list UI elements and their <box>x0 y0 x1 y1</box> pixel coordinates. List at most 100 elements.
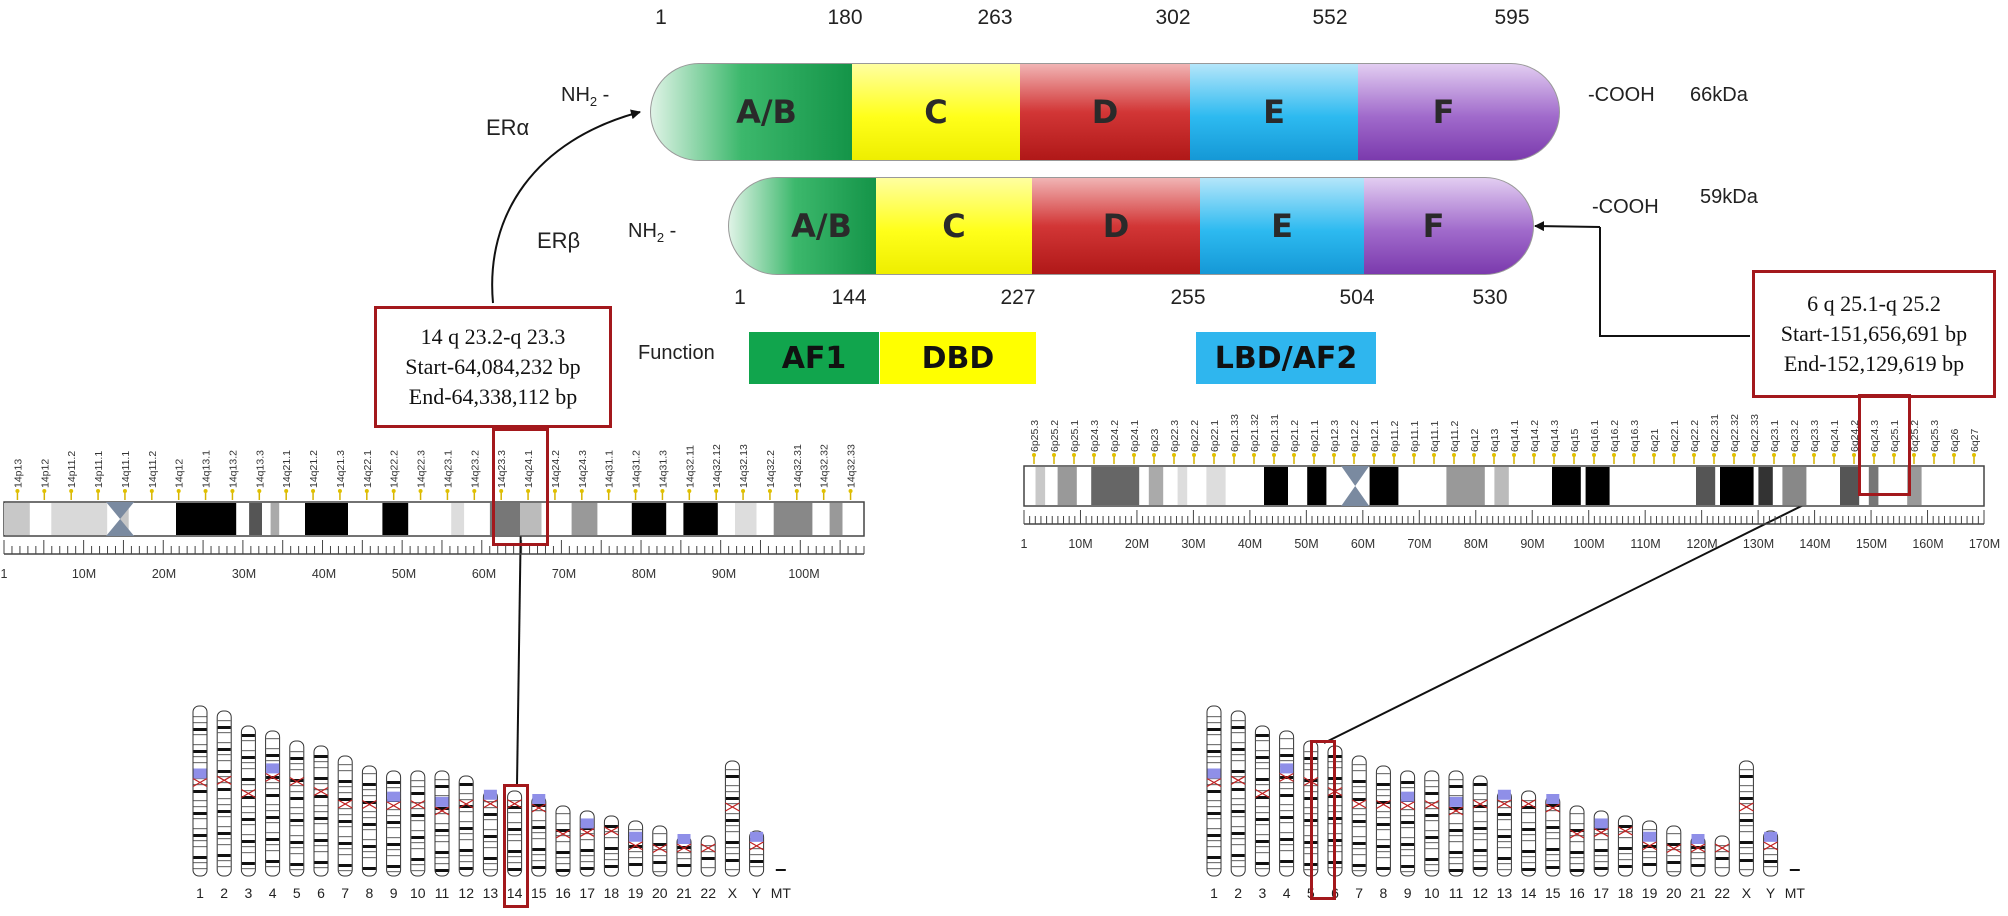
er-alpha-domain-e: E <box>1190 63 1358 161</box>
karyotype-right-chromosome <box>1545 794 1561 877</box>
karyotype-left-chromosome-band <box>217 798 231 800</box>
karyotype-right-chromosome-band <box>1401 849 1415 851</box>
karyotype-left-chromosome-band <box>387 837 401 839</box>
karyotype-left-chromosome-band <box>241 740 255 742</box>
karyotype-left-chromosome-centromere <box>483 799 498 809</box>
karyotype-right-chromosome-band <box>1739 841 1753 844</box>
chr6-band-label: 6q25.1 <box>1889 420 1901 452</box>
karyotype-right-chromosome <box>1738 760 1754 877</box>
karyotype-right-chromosome-band <box>1425 858 1439 861</box>
karyotype-left-chromosome-band <box>556 857 570 859</box>
karyotype-left-chromosome-band <box>508 862 522 864</box>
chr6-band-dot <box>1412 453 1416 457</box>
karyotype-left-chromosome-band <box>629 857 643 859</box>
karyotype-right-chromosome-band <box>1546 838 1560 840</box>
karyotype-right-chromosome-body <box>1230 710 1246 877</box>
chr6-band-dot <box>1272 453 1276 457</box>
chr14-band-dot <box>714 489 719 493</box>
function-lbd-af2: LBD/AF2 <box>1196 332 1376 384</box>
karyotype-left-chromosome-centromere <box>700 843 716 853</box>
chr14-ruler-label: 40M <box>312 567 336 581</box>
karyotype-right-chromosome-band <box>1667 871 1681 873</box>
karyotype-right-chromosome-band <box>1401 843 1415 846</box>
karyotype-right-chromosome-centromere <box>1666 843 1682 854</box>
karyotype-left-chromosome-band <box>193 744 207 746</box>
karyotype-left-chromosome-band <box>193 806 207 808</box>
karyotype-left-chromosome-band <box>241 818 255 821</box>
karyotype-right-chromosome-band <box>1207 762 1221 764</box>
chr6-band-segment <box>1307 467 1327 505</box>
er-beta-domain-e: E <box>1200 177 1364 275</box>
karyotype-left-chromosome-label: 17 <box>579 885 595 901</box>
chr14-band-segment <box>735 503 757 535</box>
karyotype-right-chromosome-band <box>1231 816 1245 818</box>
karyotype-left-chromosome-band <box>483 813 497 816</box>
er-alpha-domain-f: F <box>1358 63 1560 161</box>
karyotype-right-chromosome-centromere <box>1569 829 1585 839</box>
chr14-band-label: 14q32.12 <box>711 444 723 488</box>
karyotype-left-chromosome-band <box>459 861 473 863</box>
karyotype-left-chromosome-band <box>411 808 425 810</box>
karyotype-right-chromosome-band <box>1231 844 1245 846</box>
karyotype-left-chromosome <box>337 755 353 877</box>
chr14-band-highlight <box>492 428 549 546</box>
karyotype-right-chromosome-band <box>1231 782 1245 784</box>
karyotype-left-chromosome-band <box>459 793 473 795</box>
er-alpha-position-552: 552 <box>1312 6 1348 29</box>
karyotype-right-chromosome-band <box>1449 829 1463 832</box>
karyotype-left-chromosome-band <box>459 833 473 835</box>
karyotype-right-chromosome <box>1593 810 1609 877</box>
chr14-band-dot <box>311 489 316 493</box>
karyotype-right-chromosome-heterochromatin <box>1449 796 1463 807</box>
chr6-band-label: 6p25.3 <box>1029 420 1041 452</box>
karyotype-left-chromosome-band <box>387 787 401 789</box>
chr14-band-segment <box>773 503 813 535</box>
karyotype-right-chromosome-band <box>1425 808 1439 810</box>
karyotype-right-chromosome-band <box>1280 822 1294 824</box>
karyotype-left-chromosome-band <box>435 823 449 825</box>
karyotype-left-chromosome-band <box>362 823 376 826</box>
karyotype-right-chromosome-band <box>1643 829 1657 831</box>
karyotype-left-chromosome-band <box>701 857 715 860</box>
karyotype-left-chromosome-band <box>629 851 643 853</box>
karyotype-right-chromosome-band <box>1739 825 1753 827</box>
karyotype-right-chromosome-centromere <box>1206 777 1222 788</box>
karyotype-left-chromosome-band <box>290 769 304 771</box>
karyotype-right-chromosome-band <box>1764 860 1778 863</box>
karyotype-right-chromosome-band <box>1739 831 1753 833</box>
karyotype-left-chromosome-label: 21 <box>676 885 692 901</box>
karyotype-right-chromosome-band <box>1231 788 1245 791</box>
karyotype-left-chromosome-band <box>314 789 328 791</box>
chr14-band-dot <box>767 489 772 493</box>
karyotype-left-chromosome-band <box>338 786 352 788</box>
karyotype-left-chromosome-band <box>750 866 764 868</box>
karyotype-left-chromosome-band <box>362 801 376 804</box>
chr6-band-label: 6p21.2 <box>1289 420 1301 452</box>
chr14-band-segment <box>571 503 598 535</box>
karyotype-right-chromosome-label: 12 <box>1472 885 1488 901</box>
karyotype-right-chromosome-band <box>1449 869 1463 872</box>
karyotype-right-chromosome-band <box>1352 864 1366 867</box>
karyotype-left-chromosome-band <box>290 825 304 827</box>
karyotype-right-chromosome-band <box>1449 863 1463 865</box>
karyotype-right-chromosome-label: 14 <box>1521 885 1537 901</box>
karyotype-chr14-highlight <box>503 784 529 908</box>
karyotype-left-chromosome-band <box>604 853 618 855</box>
karyotype-left-chromosome-band <box>193 734 207 736</box>
karyotype-right-chromosome-band <box>1352 770 1366 772</box>
karyotype-left-chromosome-band <box>580 861 594 863</box>
karyotype-left-chromosome-centromere <box>313 786 329 797</box>
karyotype-left-chromosome-band <box>556 841 570 843</box>
karyotype-right-chromosome-centromere <box>1763 841 1778 851</box>
karyotype-left-chromosome-band <box>459 783 473 786</box>
karyotype-left-chromosome-heterochromatin <box>677 834 691 844</box>
karyotype-left-chromosome-centromere <box>676 843 692 853</box>
karyotype-left-chromosome-body <box>700 835 716 877</box>
chr6-band-segment <box>1494 467 1509 505</box>
chr6-band-dot <box>1132 453 1136 457</box>
karyotype-right-chromosome-band <box>1280 816 1294 819</box>
karyotype-left-chromosome-band <box>629 845 643 848</box>
karyotype-right-chromosome-band <box>1473 811 1487 813</box>
karyotype-left-chromosome-band <box>241 852 255 854</box>
chr6-band-label: 6q12 <box>1469 428 1481 452</box>
